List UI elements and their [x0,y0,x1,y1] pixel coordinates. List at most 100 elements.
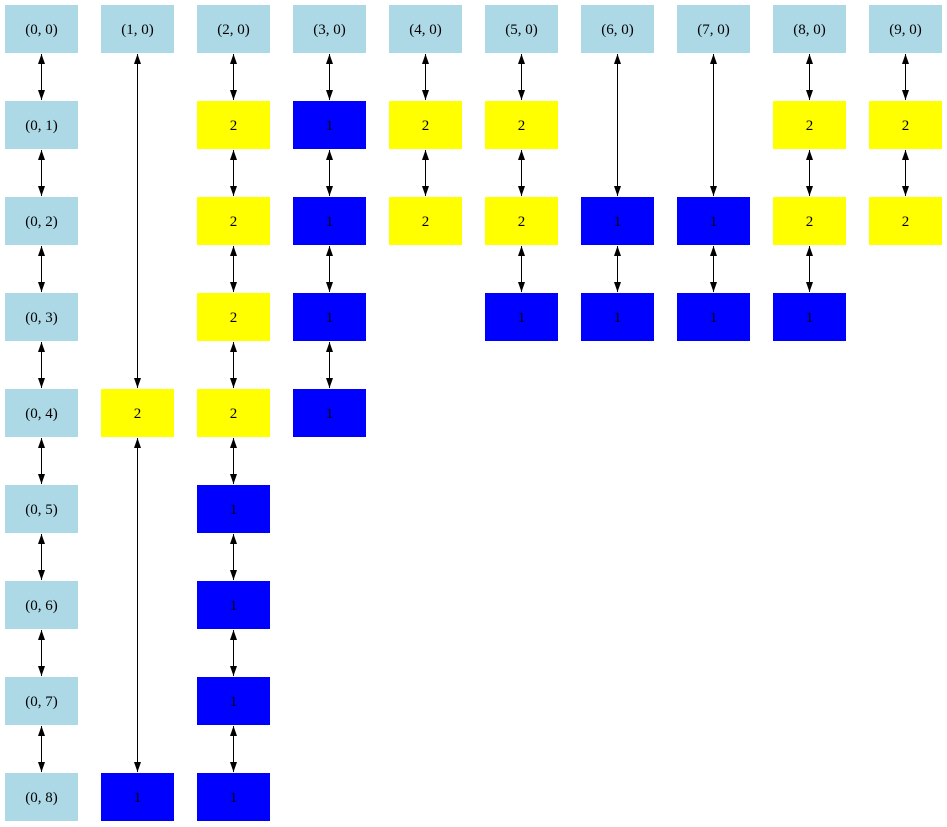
node-label-h5: (5, 0) [505,22,538,38]
cell-node-c3_4: 1 [293,389,366,437]
node-label-c3_1: 1 [326,118,334,134]
node-box-h0 [5,5,78,53]
header-node-h2: (2, 0) [197,5,270,53]
node-box-c1_4 [101,389,174,437]
node-label-h1: (1, 0) [121,22,154,38]
node-label-r7: (0, 7) [25,694,58,710]
node-box-c7_3 [677,293,750,341]
node-label-c8_2: 2 [806,214,814,230]
node-label-c8_3: 1 [806,310,814,326]
header-node-h3: (3, 0) [293,5,366,53]
node-label-r4: (0, 4) [25,406,58,422]
node-label-c2_2: 2 [230,214,238,230]
node-box-c2_1 [197,101,270,149]
node-box-c2_5 [197,485,270,533]
node-box-c5_2 [485,197,558,245]
node-label-r3: (0, 3) [25,310,58,326]
node-label-h8: (8, 0) [793,22,826,38]
cell-node-c2_4: 2 [197,389,270,437]
node-box-c2_3 [197,293,270,341]
node-box-r3 [5,293,78,341]
cell-node-c7_2: 1 [677,197,750,245]
cell-node-c3_1: 1 [293,101,366,149]
node-label-c6_2: 1 [614,214,622,230]
node-box-c4_2 [389,197,462,245]
header-node-r4: (0, 4) [5,389,78,437]
cell-node-c5_3: 1 [485,293,558,341]
cell-node-c8_3: 1 [773,293,846,341]
node-label-h3: (3, 0) [313,22,346,38]
header-node-h0: (0, 0) [5,5,78,53]
cell-node-c3_2: 1 [293,197,366,245]
header-node-h5: (5, 0) [485,5,558,53]
node-label-c4_1: 2 [422,118,430,134]
nodes-layer: (0, 0) (1, 0) (2, 0) (3, 0) (4, 0) (5, 0) (6, … [5,5,942,821]
node-label-h2: (2, 0) [217,22,250,38]
node-box-c8_1 [773,101,846,149]
cell-node-c2_1: 2 [197,101,270,149]
cell-node-c1_4: 2 [101,389,174,437]
node-label-c2_4: 2 [230,406,238,422]
header-node-h4: (4, 0) [389,5,462,53]
cell-node-c9_2: 2 [869,197,942,245]
node-box-c9_2 [869,197,942,245]
cell-node-c9_1: 2 [869,101,942,149]
cell-node-c2_2: 2 [197,197,270,245]
node-box-r5 [5,485,78,533]
cell-node-c4_2: 2 [389,197,462,245]
node-box-r6 [5,581,78,629]
node-box-r4 [5,389,78,437]
node-box-c7_2 [677,197,750,245]
node-box-c2_7 [197,677,270,725]
header-node-h1: (1, 0) [101,5,174,53]
node-box-h2 [197,5,270,53]
header-node-h6: (6, 0) [581,5,654,53]
node-label-h6: (6, 0) [601,22,634,38]
node-box-r2 [5,197,78,245]
cell-node-c4_1: 2 [389,101,462,149]
cell-node-c5_1: 2 [485,101,558,149]
node-label-c5_3: 1 [518,310,526,326]
node-label-c1_8: 1 [134,790,142,806]
node-box-c3_3 [293,293,366,341]
node-box-h6 [581,5,654,53]
cell-node-c2_8: 1 [197,773,270,821]
node-box-c3_4 [293,389,366,437]
node-box-c3_1 [293,101,366,149]
cell-node-c6_3: 1 [581,293,654,341]
node-label-r2: (0, 2) [25,214,58,230]
node-label-c2_1: 2 [230,118,238,134]
node-box-c2_8 [197,773,270,821]
node-label-c9_1: 2 [902,118,910,134]
cell-node-c7_3: 1 [677,293,750,341]
node-label-h7: (7, 0) [697,22,730,38]
node-box-r8 [5,773,78,821]
node-box-c1_8 [101,773,174,821]
cell-node-c2_3: 2 [197,293,270,341]
edges-layer [38,54,909,772]
node-label-c2_7: 1 [230,694,238,710]
node-box-c9_1 [869,101,942,149]
node-box-c5_3 [485,293,558,341]
header-node-r5: (0, 5) [5,485,78,533]
node-box-h1 [101,5,174,53]
node-label-r6: (0, 6) [25,598,58,614]
node-label-r8: (0, 8) [25,790,58,806]
node-label-c6_3: 1 [614,310,622,326]
header-node-h7: (7, 0) [677,5,750,53]
node-box-r7 [5,677,78,725]
node-label-c4_2: 2 [422,214,430,230]
header-node-r2: (0, 2) [5,197,78,245]
node-label-h0: (0, 0) [25,22,58,38]
node-box-h5 [485,5,558,53]
header-node-r6: (0, 6) [5,581,78,629]
header-node-r8: (0, 8) [5,773,78,821]
node-box-h8 [773,5,846,53]
node-label-r5: (0, 5) [25,502,58,518]
header-node-r3: (0, 3) [5,293,78,341]
node-box-h7 [677,5,750,53]
node-label-c8_1: 2 [806,118,814,134]
node-box-c8_3 [773,293,846,341]
node-box-c5_1 [485,101,558,149]
